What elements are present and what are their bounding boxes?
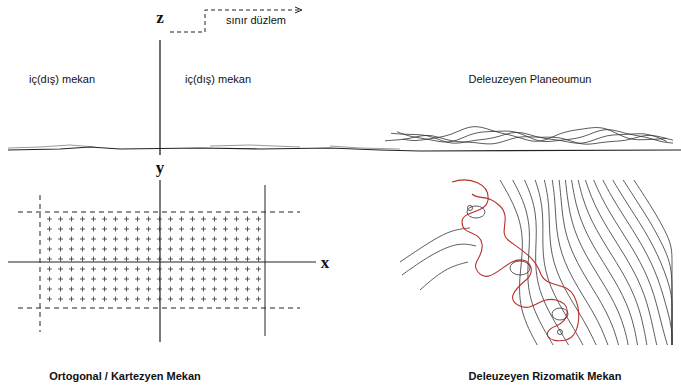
boundary-label: sınır düzlem	[224, 14, 288, 26]
contour-stroke	[513, 180, 553, 345]
wave-stroke	[403, 127, 667, 142]
rhizome-loop	[552, 308, 568, 320]
contour-stroke	[400, 228, 470, 262]
plane-waves	[385, 127, 673, 145]
contour-stroke	[578, 180, 647, 345]
grid-border	[265, 185, 266, 336]
space-label: iç(dış) mekan	[27, 73, 97, 85]
contour-stroke	[552, 180, 608, 345]
contour-stroke	[634, 180, 672, 345]
contour-stroke	[623, 180, 672, 345]
caption-label: Deleuzeyen Rizomatik Mekan	[467, 370, 624, 382]
contour-stroke	[559, 180, 618, 345]
contour-stroke	[603, 180, 672, 345]
grid-border	[18, 212, 300, 213]
contour-stroke	[544, 180, 596, 345]
axis-label: x	[319, 254, 332, 273]
boundary-arrow	[170, 10, 302, 32]
grid-border	[18, 308, 300, 309]
ground-trace	[8, 145, 400, 149]
contour-stroke	[500, 180, 537, 345]
axis-label: z	[154, 9, 166, 28]
contour-stroke	[613, 180, 672, 345]
plane-label: Deleuzeyen Planeoumun	[467, 73, 594, 85]
plus-grid	[44, 214, 262, 306]
space-label: iç(dış) mekan	[183, 73, 253, 85]
rhizome-dot	[558, 330, 563, 335]
contour-stroke	[402, 244, 476, 275]
contour-stroke	[420, 262, 468, 290]
contour-stroke	[535, 180, 583, 345]
axis-label: y	[154, 159, 167, 178]
rhizome-contours	[400, 180, 672, 345]
rhizome-dot	[468, 206, 473, 211]
rhizome-loop	[467, 206, 485, 218]
contour-stroke	[565, 180, 628, 345]
ground-line	[8, 147, 681, 151]
wave-stroke	[391, 132, 667, 143]
rhizome-loop	[510, 261, 530, 275]
contour-stroke	[594, 180, 668, 345]
caption-label: Ortogonal / Kartezyen Mekan	[47, 370, 203, 382]
rhizome-red-line	[452, 180, 579, 341]
z-axis	[159, 40, 160, 155]
contour-stroke	[585, 180, 656, 345]
grid-border	[40, 195, 41, 332]
